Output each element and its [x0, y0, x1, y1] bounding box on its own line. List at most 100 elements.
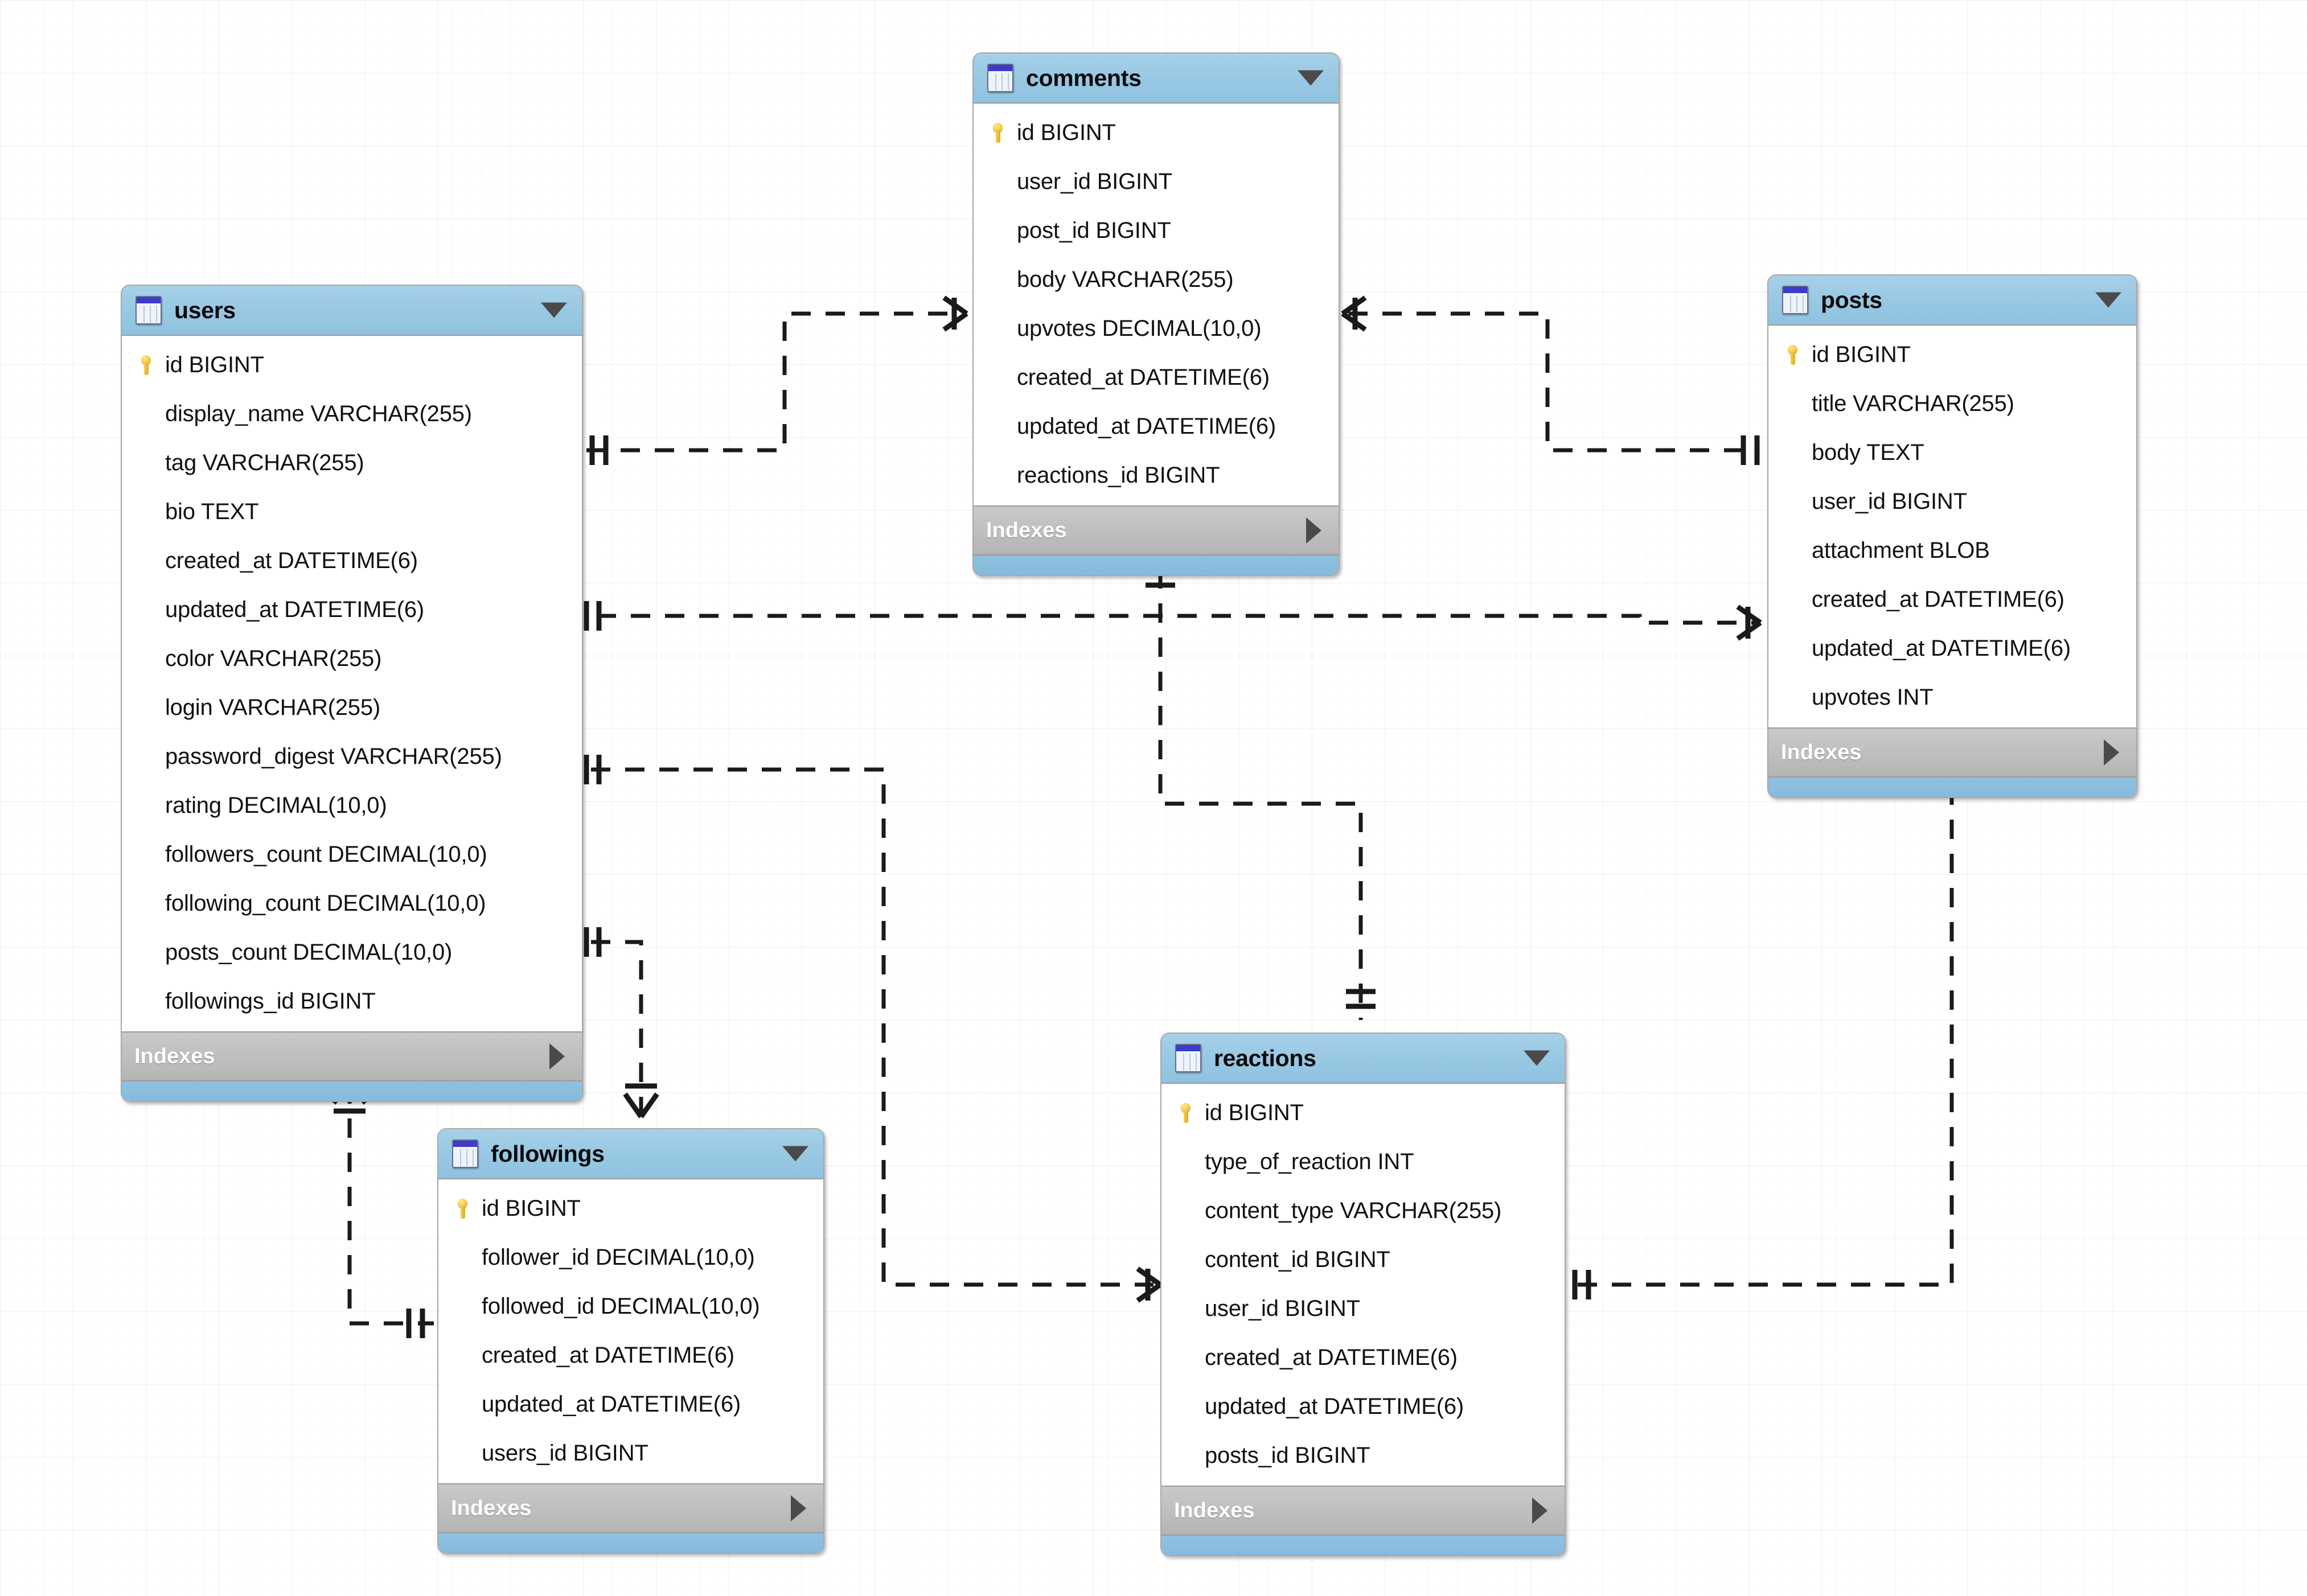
column-row[interactable]: body VARCHAR(255): [974, 255, 1339, 304]
crowfoot-one-followings-left: [406, 1309, 425, 1338]
column-row[interactable]: login VARCHAR(255): [122, 683, 582, 732]
column-row[interactable]: body TEXT: [1768, 428, 2136, 477]
column-row[interactable]: password_digest VARCHAR(255): [122, 732, 582, 781]
column-label: posts_id BIGINT: [1205, 1442, 1370, 1468]
column-row[interactable]: title VARCHAR(255): [1768, 379, 2136, 428]
chevron-right-icon[interactable]: [1306, 517, 1321, 544]
column-row[interactable]: id BIGINT: [974, 108, 1339, 157]
chevron-down-icon[interactable]: [541, 302, 567, 318]
foreign-key-icon: [986, 464, 1009, 487]
column-row[interactable]: follower_id DECIMAL(10,0): [438, 1233, 823, 1282]
not-null-column-icon: [134, 598, 157, 621]
column-label: upvotes INT: [1812, 684, 1934, 710]
column-label: content_type VARCHAR(255): [1205, 1198, 1502, 1223]
column-list: id BIGINT display_name VARCHAR(255) tag VA…: [122, 336, 582, 1031]
column-row[interactable]: content_type VARCHAR(255): [1161, 1186, 1565, 1235]
table-header-posts[interactable]: posts: [1768, 275, 2136, 326]
column-label: bio TEXT: [165, 499, 259, 524]
column-row[interactable]: created_at DATETIME(6): [122, 536, 582, 585]
column-row[interactable]: user_id BIGINT: [1768, 477, 2136, 526]
table-header-users[interactable]: users: [122, 286, 582, 336]
column-row[interactable]: display_name VARCHAR(255): [122, 389, 582, 438]
column-row[interactable]: created_at DATETIME(6): [1161, 1333, 1565, 1382]
foreign-key-icon: [986, 170, 1009, 193]
chevron-down-icon[interactable]: [2095, 292, 2121, 308]
column-row[interactable]: attachment BLOB: [1768, 526, 2136, 575]
column-label: updated_at DATETIME(6): [1812, 635, 2071, 661]
column-row[interactable]: content_id BIGINT: [1161, 1235, 1565, 1284]
column-row[interactable]: created_at DATETIME(6): [1768, 575, 2136, 624]
column-row[interactable]: posts_id BIGINT: [1161, 1431, 1565, 1480]
column-row[interactable]: followings_id BIGINT: [122, 977, 582, 1026]
table-reactions[interactable]: reactions id BIGINT type_of_reaction INT co…: [1160, 1033, 1566, 1556]
column-row[interactable]: users_id BIGINT: [438, 1429, 823, 1478]
column-row[interactable]: updated_at DATETIME(6): [974, 402, 1339, 451]
table-header-followings[interactable]: followings: [438, 1129, 823, 1179]
indexes-bar[interactable]: Indexes: [122, 1031, 582, 1080]
chevron-right-icon[interactable]: [791, 1495, 806, 1521]
table-header-reactions[interactable]: reactions: [1161, 1034, 1565, 1084]
chevron-down-icon[interactable]: [782, 1146, 808, 1162]
nullable-column-icon: [134, 402, 157, 425]
indexes-bar[interactable]: Indexes: [1161, 1486, 1565, 1535]
crowfoot-one-users-followings-b: [584, 927, 602, 957]
column-row[interactable]: followed_id DECIMAL(10,0): [438, 1282, 823, 1331]
column-row[interactable]: user_id BIGINT: [1161, 1284, 1565, 1333]
indexes-bar[interactable]: Indexes: [974, 505, 1339, 554]
column-label: updated_at DATETIME(6): [165, 597, 425, 622]
column-row[interactable]: followers_count DECIMAL(10,0): [122, 830, 582, 879]
column-row[interactable]: created_at DATETIME(6): [438, 1331, 823, 1380]
column-row[interactable]: reactions_id BIGINT: [974, 451, 1339, 500]
column-row[interactable]: updated_at DATETIME(6): [122, 585, 582, 634]
chevron-right-icon[interactable]: [1532, 1498, 1547, 1524]
column-label: id BIGINT: [1017, 120, 1116, 145]
column-row[interactable]: post_id BIGINT: [974, 206, 1339, 255]
column-label: id BIGINT: [482, 1195, 581, 1221]
column-row[interactable]: user_id BIGINT: [974, 157, 1339, 206]
column-row[interactable]: tag VARCHAR(255): [122, 438, 582, 487]
table-followings[interactable]: followings id BIGINT follower_id DECIMAL(1…: [437, 1128, 824, 1554]
table-header-comments[interactable]: comments: [974, 54, 1339, 104]
nullable-column-icon: [134, 647, 157, 670]
column-row[interactable]: created_at DATETIME(6): [974, 353, 1339, 402]
not-null-column-icon: [1781, 637, 1804, 660]
indexes-bar[interactable]: Indexes: [1768, 727, 2136, 776]
column-row[interactable]: updated_at DATETIME(6): [1768, 624, 2136, 673]
column-label: id BIGINT: [1205, 1100, 1304, 1125]
indexes-bar[interactable]: Indexes: [438, 1483, 823, 1532]
column-row[interactable]: id BIGINT: [122, 340, 582, 389]
column-label: display_name VARCHAR(255): [165, 401, 472, 426]
relationship-comments-posts: [1348, 311, 1757, 453]
not-null-column-icon: [1781, 588, 1804, 611]
column-row[interactable]: id BIGINT: [1161, 1088, 1565, 1137]
not-null-column-icon: [451, 1344, 474, 1367]
table-title: users: [174, 297, 236, 323]
column-row[interactable]: following_count DECIMAL(10,0): [122, 879, 582, 928]
column-row[interactable]: upvotes DECIMAL(10,0): [974, 304, 1339, 353]
nullable-column-icon: [986, 268, 1009, 291]
indexes-label: Indexes: [134, 1044, 215, 1068]
nullable-column-icon: [1781, 539, 1804, 562]
chevron-down-icon[interactable]: [1298, 70, 1324, 86]
column-row[interactable]: upvotes INT: [1768, 673, 2136, 722]
chevron-right-icon[interactable]: [549, 1043, 565, 1070]
column-row[interactable]: color VARCHAR(255): [122, 634, 582, 683]
column-row[interactable]: rating DECIMAL(10,0): [122, 781, 582, 830]
column-label: users_id BIGINT: [482, 1440, 648, 1466]
column-label: created_at DATETIME(6): [1017, 364, 1270, 390]
chevron-right-icon[interactable]: [2104, 739, 2119, 766]
column-row[interactable]: posts_count DECIMAL(10,0): [122, 928, 582, 977]
chevron-down-icon[interactable]: [1524, 1050, 1550, 1066]
table-users[interactable]: users id BIGINT display_name VARCHAR(255) t…: [121, 285, 583, 1102]
column-label: user_id BIGINT: [1205, 1295, 1360, 1321]
column-row[interactable]: bio TEXT: [122, 487, 582, 536]
column-row[interactable]: updated_at DATETIME(6): [1161, 1382, 1565, 1431]
relationship-users-followings-b: [591, 940, 643, 1116]
column-row[interactable]: type_of_reaction INT: [1161, 1137, 1565, 1186]
column-row[interactable]: id BIGINT: [1768, 330, 2136, 379]
column-row[interactable]: id BIGINT: [438, 1184, 823, 1233]
column-row[interactable]: updated_at DATETIME(6): [438, 1380, 823, 1429]
